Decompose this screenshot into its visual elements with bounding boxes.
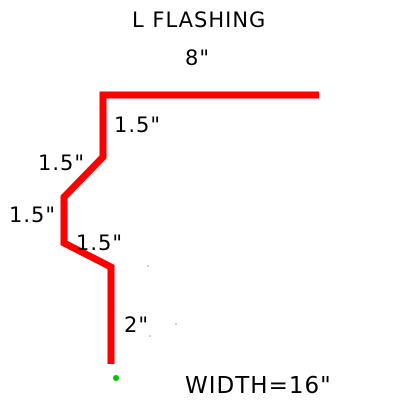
dimension-segment-b: 1.5" bbox=[38, 151, 86, 175]
dimension-segment-e: 2" bbox=[124, 313, 150, 337]
dimension-segment-d: 1.5" bbox=[76, 231, 124, 255]
diagram-title: L FLASHING bbox=[132, 8, 267, 32]
end-marker bbox=[113, 375, 119, 381]
width-label: WIDTH=16" bbox=[185, 373, 332, 399]
dimension-segment-a: 1.5" bbox=[114, 113, 162, 137]
dimension-segment-c: 1.5" bbox=[9, 203, 57, 227]
flashing-profile-line bbox=[60, 91, 319, 364]
artifact-dot bbox=[147, 265, 149, 267]
artifact-dot bbox=[175, 323, 177, 325]
artifact-dot bbox=[149, 335, 151, 337]
dimension-top: 8" bbox=[185, 46, 211, 70]
